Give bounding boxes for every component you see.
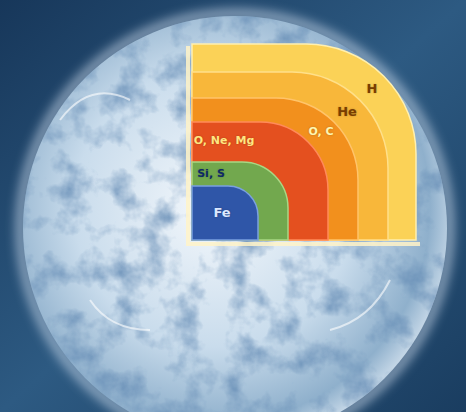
element-label: Si, S (197, 168, 225, 179)
element-label: O, C (308, 126, 333, 137)
layer-band: Fe (192, 186, 258, 240)
element-label: H (367, 82, 378, 95)
layer-band: HHeO, CO, Ne, MgSi, SFe (192, 44, 416, 240)
layer-fill (192, 122, 328, 240)
star-glow (21, 14, 449, 412)
star-sphere (23, 16, 447, 412)
layer-fill (192, 98, 358, 240)
layer-band: He O, C O, Ne, Mg Si, S Fe (192, 72, 388, 240)
layer-fill (192, 44, 416, 240)
element-label: Fe (213, 206, 230, 219)
layer-fill (192, 162, 288, 240)
wedge-rim (188, 46, 420, 244)
layer-band: O, Ne, Mg Si, S Fe (192, 122, 328, 240)
star-texture (23, 16, 447, 412)
flare-arcs (60, 60, 400, 330)
element-label: O, Ne, Mg (194, 135, 255, 146)
layer-band: Si, S Fe (192, 162, 288, 240)
element-label: He (337, 105, 357, 118)
layer-band: O, C O, Ne, Mg Si, S Fe (192, 98, 358, 240)
layer-fill (192, 186, 258, 240)
layer-fill (192, 72, 388, 240)
